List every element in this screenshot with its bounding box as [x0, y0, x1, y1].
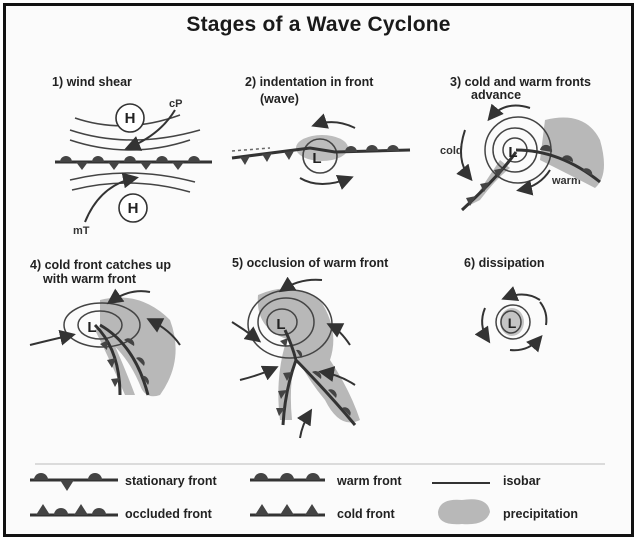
isobar-line [72, 183, 190, 192]
wind-arrow [240, 368, 275, 380]
stage-2-diagram: L [232, 122, 410, 184]
wind-arrow [282, 280, 322, 290]
isobar-line [70, 173, 195, 182]
legend-warm-front-symbol [250, 473, 325, 480]
legend-precipitation-label: precipitation [503, 507, 578, 521]
low-letter: L [87, 319, 96, 336]
stage-6-diagram: L [482, 294, 546, 350]
wind-arrow [232, 322, 258, 340]
legend-cold-front-symbol [250, 504, 325, 515]
high-letter-south: H [128, 200, 139, 217]
wind-arrow [300, 412, 310, 438]
cold-front-symbols [466, 168, 504, 206]
wind-arrow [520, 170, 550, 190]
legend-occluded-front-label: occluded front [125, 507, 212, 521]
legend-isobar-label: isobar [503, 474, 541, 488]
legend-precipitation-symbol [438, 499, 490, 524]
wind-arrow [482, 308, 488, 340]
stage-1-diagram: H H [55, 104, 212, 222]
low-letter: L [312, 150, 321, 167]
stage-4-diagram: L [30, 291, 180, 396]
wind-arrow [300, 178, 350, 184]
wind-arrow [461, 130, 470, 178]
high-letter-north: H [125, 110, 136, 127]
wind-arrow [30, 335, 72, 345]
legend-stationary-front-label: stationary front [125, 474, 217, 488]
legend-cold-front-label: cold front [337, 507, 395, 521]
stage-5-diagram: L [232, 280, 360, 438]
low-letter: L [508, 315, 517, 331]
legend-warm-front-label: warm front [337, 474, 402, 488]
warm-front-symbols [345, 145, 399, 152]
stage-3-diagram: L [461, 106, 604, 210]
wind-arrow [315, 122, 355, 128]
wind-arrow [510, 338, 540, 350]
low-letter: L [508, 144, 517, 161]
legend-stationary-front-symbol [30, 473, 118, 491]
isobar-line [70, 140, 190, 150]
legend-occluded-front-symbol [30, 504, 118, 515]
wind-arrow [505, 294, 540, 300]
low-letter: L [276, 316, 285, 333]
wind-arrow [490, 106, 530, 118]
